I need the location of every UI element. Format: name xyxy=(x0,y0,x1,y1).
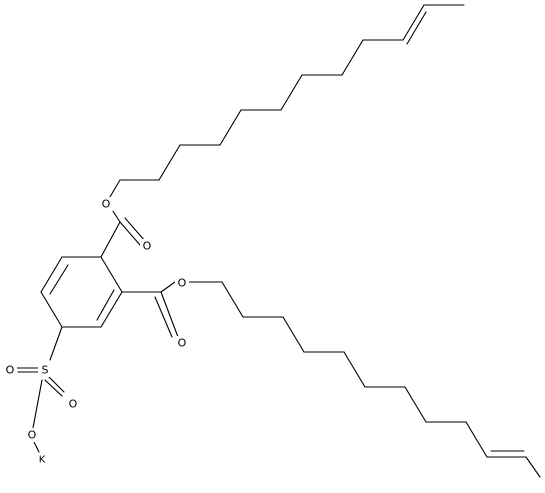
atom-label-o-ester-2: O xyxy=(178,277,187,290)
atom-label-s: S xyxy=(42,364,49,377)
atom-label-o-sulfonyl-1: O xyxy=(6,364,15,377)
atom-sulfonyl-oxygen-1: O xyxy=(3,363,17,377)
atom-sulfur: S xyxy=(38,363,52,377)
atom-label-o-carbonyl-1: O xyxy=(143,240,152,253)
bonds xyxy=(16,4,541,478)
atom-label-k: K xyxy=(39,455,46,466)
atom-label-o-ester-1: O xyxy=(102,198,111,211)
atom-ester-oxygen-1: O xyxy=(99,197,113,211)
atom-label-o-sulfonate: O xyxy=(28,429,37,442)
atom-potassium: K xyxy=(36,453,48,467)
atom-label-o-carbonyl-2: O xyxy=(178,337,187,350)
atom-label-o-sulfonyl-2: O xyxy=(69,398,78,411)
atom-sulfonyl-oxygen-2: O xyxy=(66,397,80,411)
atom-carbonyl-oxygen-2: O xyxy=(175,336,189,350)
atom-sulfonate-oxygen: O xyxy=(25,428,39,442)
atom-ester-oxygen-2: O xyxy=(175,276,189,290)
atom-labels: O O O O S O O O xyxy=(3,197,189,467)
atom-carbonyl-oxygen-1: O xyxy=(140,239,154,253)
